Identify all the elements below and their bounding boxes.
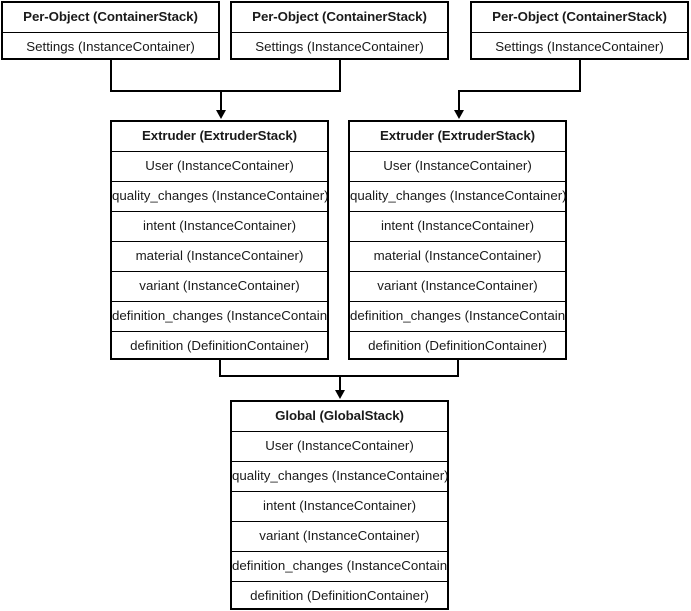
extruder-stack-2-header: Extruder (ExtruderStack) bbox=[350, 122, 565, 152]
extruder-stack-2-row-material: material (InstanceContainer) bbox=[350, 242, 565, 272]
extruder-stack-1[interactable]: Extruder (ExtruderStack) User (InstanceC… bbox=[110, 120, 329, 360]
extruder-stack-2-row-quality-changes: quality_changes (InstanceContainer) bbox=[350, 182, 565, 212]
extruder-stack-1-row-intent: intent (InstanceContainer) bbox=[112, 212, 327, 242]
extruder-stack-2-row-intent: intent (InstanceContainer) bbox=[350, 212, 565, 242]
connector-perobject1-down bbox=[110, 60, 112, 91]
extruder-stack-1-header: Extruder (ExtruderStack) bbox=[112, 122, 327, 152]
extruder-stack-2[interactable]: Extruder (ExtruderStack) User (InstanceC… bbox=[348, 120, 567, 360]
global-stack-row-user: User (InstanceContainer) bbox=[232, 432, 447, 462]
extruder-stack-2-row-variant: variant (InstanceContainer) bbox=[350, 272, 565, 302]
global-stack-row-variant: variant (InstanceContainer) bbox=[232, 522, 447, 552]
per-object-stack-2[interactable]: Per-Object (ContainerStack) Settings (In… bbox=[230, 1, 449, 60]
per-object-stack-2-header: Per-Object (ContainerStack) bbox=[232, 3, 447, 33]
extruder-stack-1-row-definition: definition (DefinitionContainer) bbox=[130, 338, 309, 353]
global-stack-header: Global (GlobalStack) bbox=[232, 402, 447, 432]
per-object-stack-1[interactable]: Per-Object (ContainerStack) Settings (In… bbox=[1, 1, 220, 60]
per-object-stack-3-row-settings: Settings (InstanceContainer) bbox=[495, 39, 664, 54]
arrowhead-extruder1 bbox=[216, 110, 226, 119]
per-object-stack-3-header: Per-Object (ContainerStack) bbox=[472, 3, 687, 33]
per-object-stack-2-row-settings: Settings (InstanceContainer) bbox=[255, 39, 424, 54]
extruder-stack-2-row-definition: definition (DefinitionContainer) bbox=[368, 338, 547, 353]
global-stack-row-quality-changes: quality_changes (InstanceContainer) bbox=[232, 462, 447, 492]
extruder-stack-2-row-user: User (InstanceContainer) bbox=[350, 152, 565, 182]
connector-drop-extruder2 bbox=[458, 90, 460, 112]
per-object-stack-1-row-settings: Settings (InstanceContainer) bbox=[26, 39, 195, 54]
extruder-stack-1-row-quality-changes: quality_changes (InstanceContainer) bbox=[112, 182, 327, 212]
arrowhead-global bbox=[335, 390, 345, 399]
connector-perobject2-down bbox=[339, 60, 341, 91]
connector-extruder2-down bbox=[457, 360, 459, 376]
arrowhead-extruder2 bbox=[454, 110, 464, 119]
extruder-stack-1-row-definition-changes: definition_changes (InstanceContainer) bbox=[112, 302, 327, 332]
global-stack[interactable]: Global (GlobalStack) User (InstanceConta… bbox=[230, 400, 449, 610]
connector-bus-extruder2 bbox=[458, 90, 581, 92]
per-object-stack-3[interactable]: Per-Object (ContainerStack) Settings (In… bbox=[470, 1, 689, 60]
extruder-stack-2-row-definition-changes: definition_changes (InstanceContainer) bbox=[350, 302, 565, 332]
connector-extruder1-down bbox=[219, 360, 221, 376]
extruder-stack-1-row-variant: variant (InstanceContainer) bbox=[112, 272, 327, 302]
extruder-stack-1-row-material: material (InstanceContainer) bbox=[112, 242, 327, 272]
connector-drop-extruder1 bbox=[220, 90, 222, 112]
global-stack-row-intent: intent (InstanceContainer) bbox=[232, 492, 447, 522]
global-stack-row-definition-changes: definition_changes (InstanceContainer) bbox=[232, 552, 447, 582]
per-object-stack-1-header: Per-Object (ContainerStack) bbox=[3, 3, 218, 33]
connector-perobject3-down bbox=[579, 60, 581, 91]
connector-bus-extruder1 bbox=[110, 90, 341, 92]
connector-drop-global bbox=[339, 375, 341, 392]
global-stack-row-definition: definition (DefinitionContainer) bbox=[250, 588, 429, 603]
extruder-stack-1-row-user: User (InstanceContainer) bbox=[112, 152, 327, 182]
